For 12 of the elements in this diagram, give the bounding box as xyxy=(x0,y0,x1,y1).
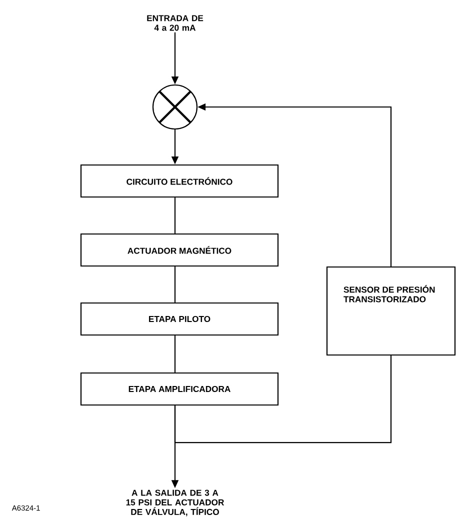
process-box: CIRCUITO ELECTRÓNICO xyxy=(80,164,279,198)
process-box: ETAPA AMPLIFICADORA xyxy=(80,372,279,406)
connector-line xyxy=(174,198,176,234)
process-box: ETAPA PILOTO xyxy=(80,302,279,336)
connector-line xyxy=(174,336,176,372)
output-label: A LA SALIDA DE 3 A 15 PSI DEL ACTUADOR DE VÁLVULA, TÍPICO xyxy=(126,490,224,516)
connector-line xyxy=(174,266,176,302)
process-box: ACTUADOR MAGNÉTICO xyxy=(80,233,279,267)
sensor-box: SENSOR DE PRESIÓN TRANSISTORIZADO xyxy=(326,266,456,356)
connector-line xyxy=(174,356,392,444)
input-label: ENTRADA DE 4 a 20 mA xyxy=(147,15,204,31)
summing-junction xyxy=(152,84,198,130)
